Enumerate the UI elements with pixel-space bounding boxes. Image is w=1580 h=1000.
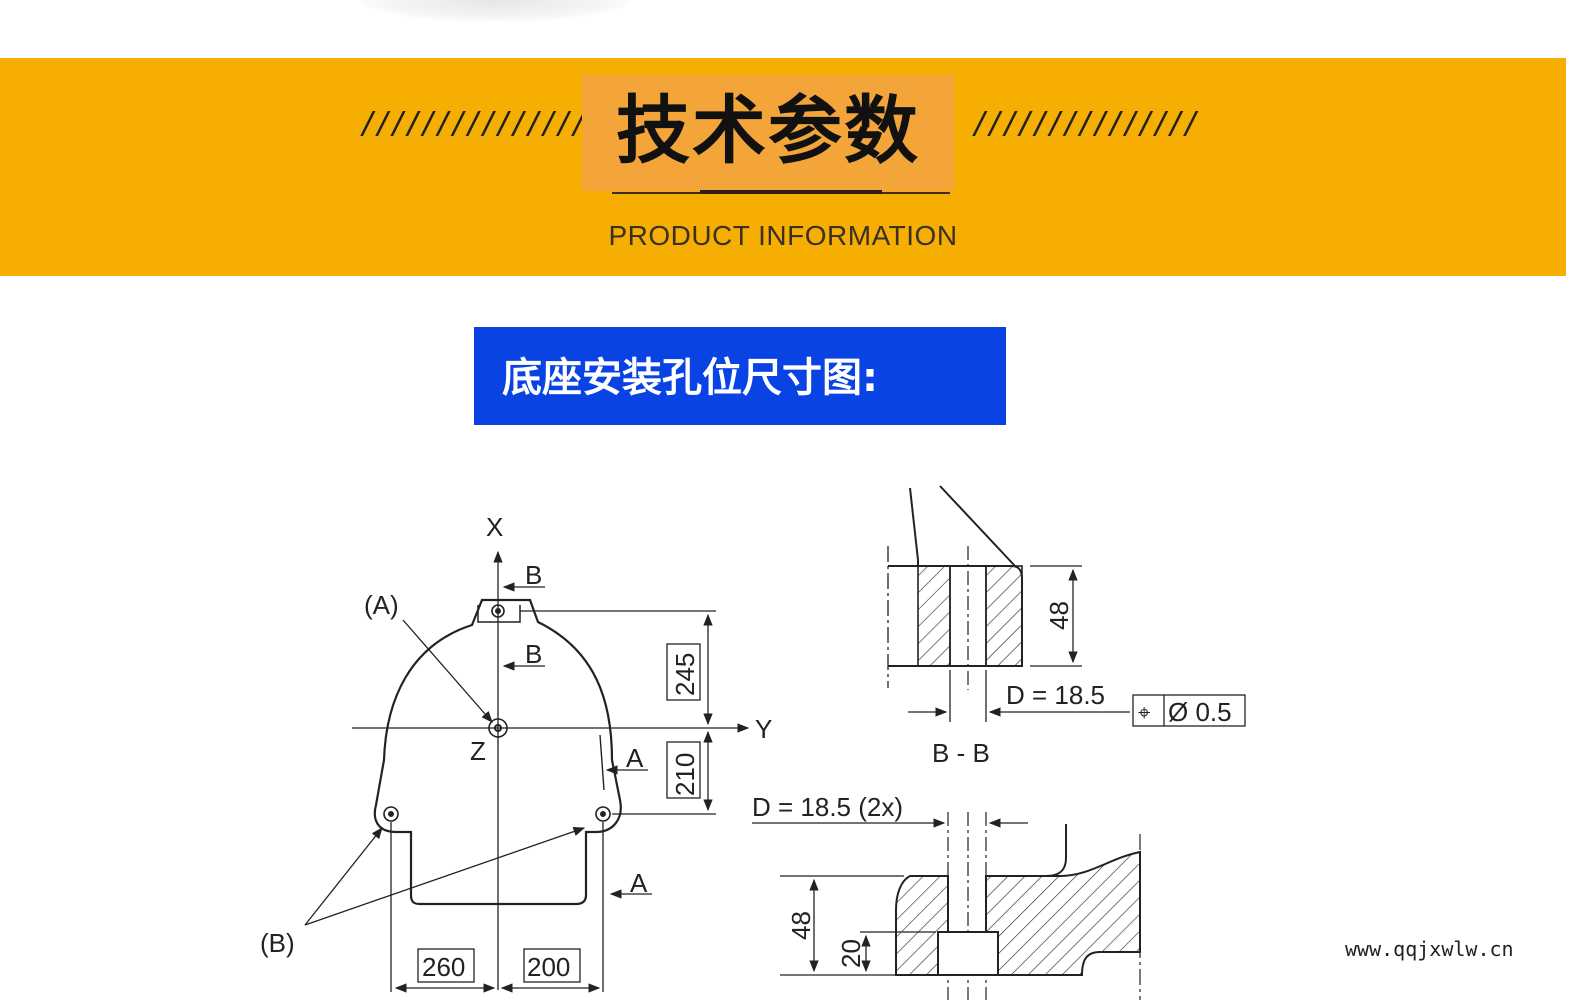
title-highlight-box: 技术参数 <box>582 75 954 191</box>
section-a-mid-label: A <box>626 743 644 773</box>
aa-diameter-label: D = 18.5 (2x) <box>752 792 903 822</box>
right-slash-decoration: /////////////// <box>972 106 1201 141</box>
bb-dim-48-label: 48 <box>1044 601 1074 630</box>
dim-245-label: 245 <box>670 653 700 696</box>
product-image-shadow <box>360 0 630 22</box>
aa-dim-48-label: 48 <box>786 911 816 940</box>
aa-dim-20-label: 20 <box>836 939 866 968</box>
dim-260-label: 260 <box>422 952 465 982</box>
left-slash-decoration: /////////////// <box>360 106 589 141</box>
section-a-low-label: A <box>630 868 648 898</box>
section-bb-view <box>887 485 1246 727</box>
dim-200-label: 200 <box>527 952 570 982</box>
plan-axes <box>304 550 750 993</box>
axis-y-label: Y <box>755 714 772 744</box>
banner-subtitle: PRODUCT INFORMATION <box>608 220 958 251</box>
axis-z-label: Z <box>470 736 486 766</box>
plan-dimension-boxes <box>417 643 701 983</box>
dim-210-label: 210 <box>670 753 700 796</box>
callout-b-label: (B) <box>260 928 295 958</box>
section-heading: 底座安装孔位尺寸图: <box>502 355 878 401</box>
title-underline-accent <box>700 190 882 194</box>
section-bb-title: B - B <box>932 738 990 768</box>
section-heading-box: 底座安装孔位尺寸图: <box>474 327 1006 425</box>
tech-params-banner: /////////////// 技术参数 /////////////// PRO… <box>0 58 1566 276</box>
position-tolerance-icon: ⌖ <box>1138 700 1150 725</box>
axis-x-label: X <box>486 512 503 542</box>
banner-title: 技术参数 <box>616 88 920 174</box>
site-watermark: www.qqjxwlw.cn <box>1345 937 1514 961</box>
section-b-mid-label: B <box>525 639 542 669</box>
section-aa-view <box>752 812 1141 1000</box>
bb-diameter-label: D = 18.5 <box>1006 680 1105 710</box>
bb-tolerance-label: Ø 0.5 <box>1168 697 1232 727</box>
callout-a-label: (A) <box>364 590 399 620</box>
section-b-top-label: B <box>525 560 542 590</box>
